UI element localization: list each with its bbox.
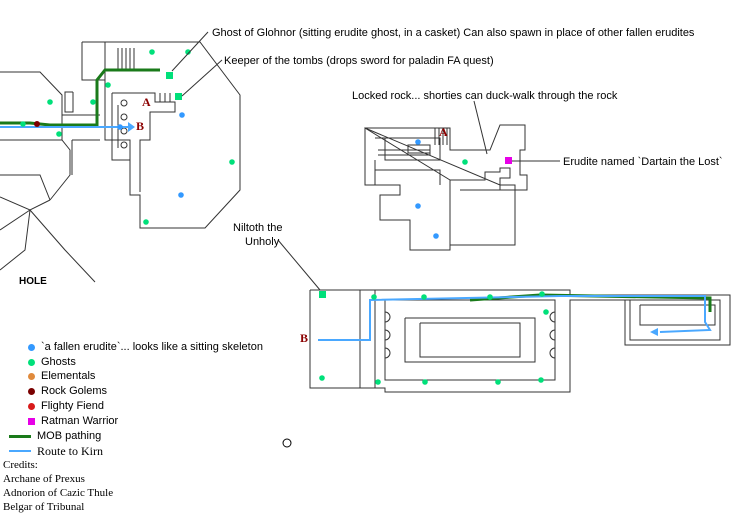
label-niltoth-2: Unholy (245, 236, 280, 248)
creatures-upper-left (20, 49, 235, 225)
legend-label: `a fallen erudite`... looks like a sitti… (41, 341, 263, 353)
mob-path-upper (0, 68, 160, 127)
dark-red-dot-icon (28, 387, 35, 395)
credits-line: Belgar of Tribunal (3, 501, 85, 513)
magenta-square-icon (28, 417, 35, 425)
marker-b-lower: B (300, 331, 309, 345)
green-line-icon (9, 434, 31, 438)
legend-row-route-to-kirn: Route to Kirn (8, 444, 103, 458)
legend-label: MOB pathing (37, 430, 102, 442)
blue-dot-icon (28, 343, 35, 351)
label-hole: HOLE (19, 276, 47, 287)
legend-label: Flighty Fiend (41, 400, 104, 412)
route-kirn-lower (318, 295, 712, 341)
legend-label: Route to Kirn (37, 443, 103, 458)
credits-line: Adnorion of Cazic Thule (3, 487, 114, 499)
marker-a-mid: A (439, 125, 448, 139)
credits-heading: Credits: (3, 459, 38, 471)
route-arrow-b (128, 122, 135, 132)
orange-dot-icon (28, 372, 35, 380)
label-dartain: Erudite named `Dartain the Lost` (563, 156, 723, 168)
legend-label: Ratman Warrior (41, 415, 119, 427)
label-locked-rock: Locked rock... shorties can duck-walk th… (352, 90, 618, 102)
route-arrow-lower (650, 328, 658, 336)
legend-row-fallen-erudite: `a fallen erudite`... looks like a sitti… (8, 340, 263, 354)
legend-label: Rock Golems (41, 385, 108, 397)
legend-row-flighty-fiend: Flighty Fiend (8, 399, 104, 413)
label-niltoth-1: Niltoth the (233, 222, 283, 234)
creatures-lower (319, 291, 549, 385)
marker-b-upper: B (136, 119, 145, 133)
legend-row-mob-pathing: MOB pathing (8, 429, 101, 443)
label-ghost-of-glohnor: Ghost of Glohnor (sitting erudite ghost,… (212, 27, 695, 39)
credits-line: Archane of Prexus (3, 473, 85, 485)
legend-row-ghosts: Ghosts (8, 355, 76, 369)
lower-structure (309, 289, 731, 393)
hollow-marker (282, 438, 292, 448)
legend-label: Ghosts (41, 356, 76, 368)
credits: Credits: Archane of Prexus Adnorion of C… (3, 458, 113, 514)
label-keeper-of-tombs: Keeper of the tombs (drops sword for pal… (224, 55, 494, 67)
octagon-chamber (0, 41, 241, 283)
legend-row-ratman-warrior: Ratman Warrior (8, 414, 118, 428)
marker-a-upper: A (142, 95, 151, 109)
legend-label: Elementals (41, 370, 96, 382)
legend-row-elementals: Elementals (8, 369, 95, 383)
blue-line-icon (9, 450, 31, 452)
green-dot-icon (28, 358, 35, 366)
red-dot-icon (28, 402, 35, 410)
middle-structure (364, 124, 528, 251)
creatures-middle (415, 139, 512, 239)
legend-row-rock-golems: Rock Golems (8, 384, 107, 398)
leader-lines (171, 31, 560, 291)
